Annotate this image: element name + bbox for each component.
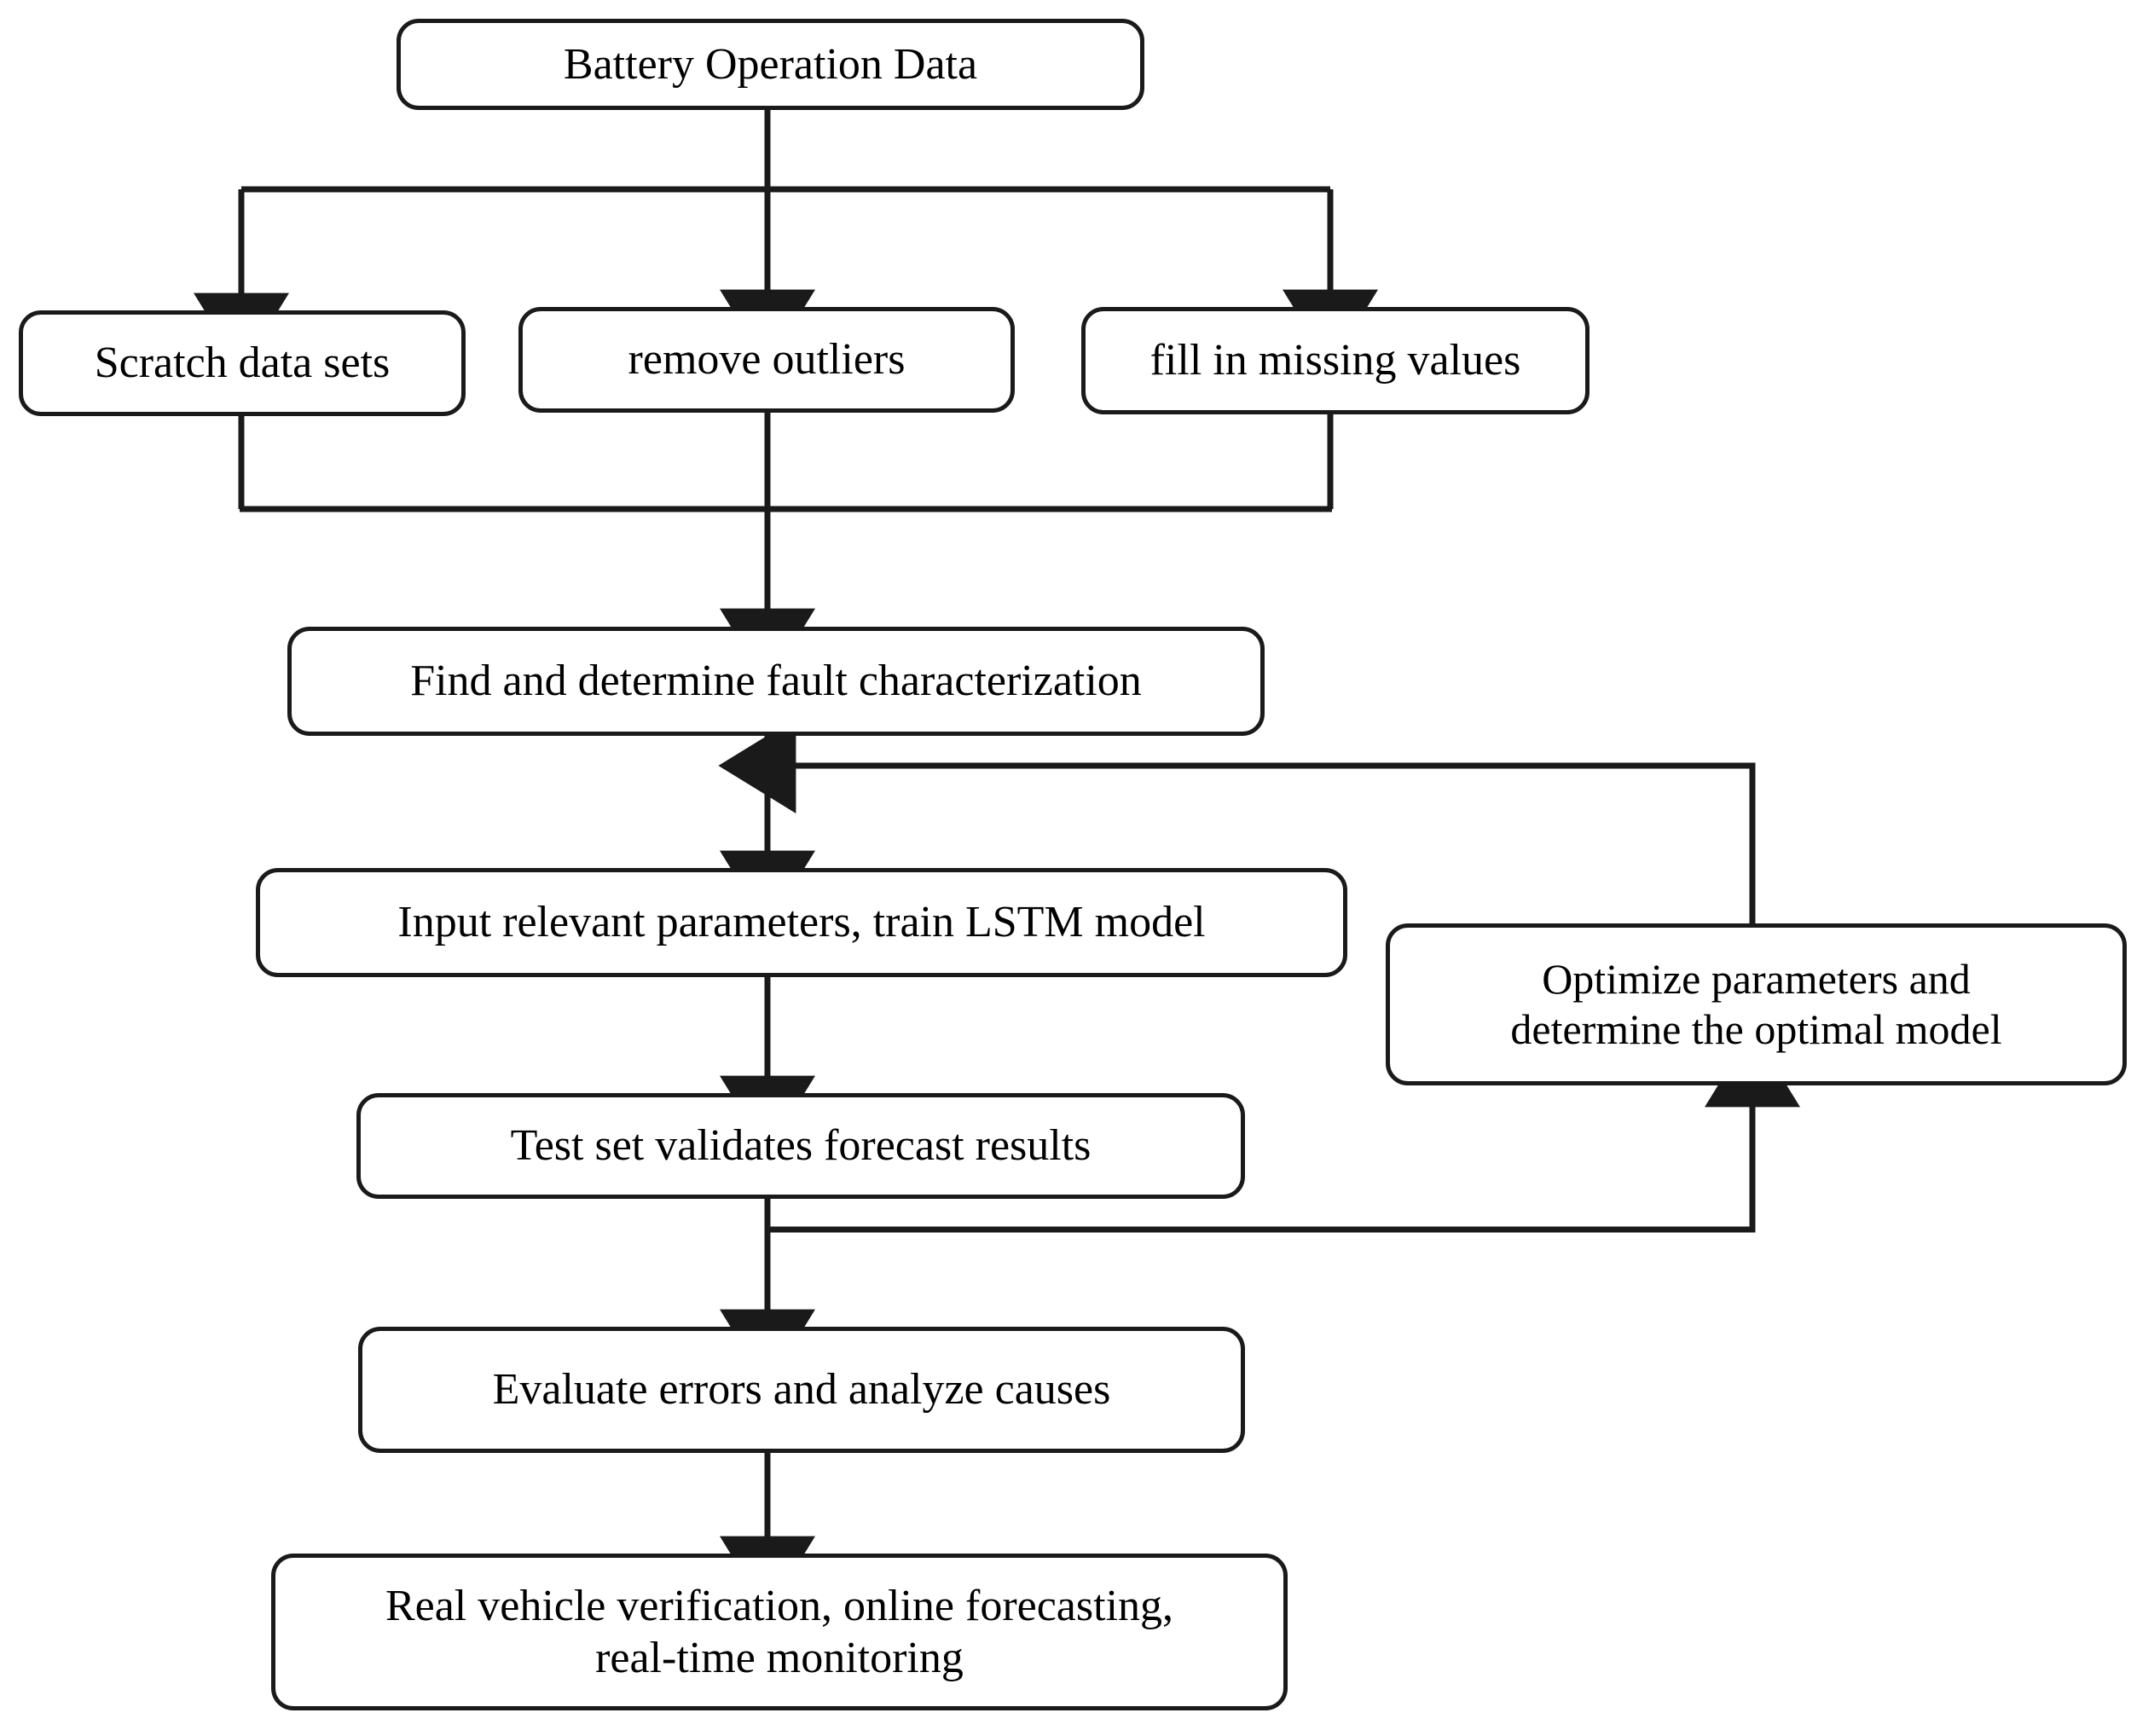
- node-label: Test set validates forecast results: [510, 1121, 1092, 1171]
- node-optimize-parameters-optimal-model[interactable]: Optimize parameters and determine the op…: [1386, 923, 2127, 1085]
- node-real-vehicle-verification-online-forecasting[interactable]: Real vehicle verification, online foreca…: [271, 1554, 1288, 1710]
- node-label: Optimize parameters and determine the op…: [1510, 955, 2002, 1053]
- node-label: Evaluate errors and analyze causes: [492, 1365, 1111, 1415]
- node-battery-operation-data[interactable]: Battery Operation Data: [397, 19, 1144, 110]
- node-input-parameters-train-lstm[interactable]: Input relevant parameters, train LSTM mo…: [256, 868, 1347, 977]
- node-remove-outliers[interactable]: remove outliers: [518, 307, 1015, 413]
- node-label: Find and determine fault characterizatio…: [410, 657, 1142, 706]
- node-evaluate-errors-analyze-causes[interactable]: Evaluate errors and analyze causes: [358, 1327, 1245, 1453]
- node-label: remove outliers: [628, 335, 906, 385]
- node-label: Scratch data sets: [94, 339, 391, 388]
- node-scratch-data-sets[interactable]: Scratch data sets: [19, 310, 466, 416]
- node-fill-in-missing-values[interactable]: fill in missing values: [1081, 307, 1590, 414]
- node-label: fill in missing values: [1149, 336, 1521, 385]
- node-label: Input relevant parameters, train LSTM mo…: [397, 898, 1206, 947]
- node-label: Real vehicle verification, online foreca…: [385, 1581, 1174, 1682]
- node-find-determine-fault-characterization[interactable]: Find and determine fault characterizatio…: [287, 627, 1265, 736]
- node-label: Battery Operation Data: [563, 39, 978, 89]
- node-test-set-validates-forecast-results[interactable]: Test set validates forecast results: [356, 1093, 1245, 1199]
